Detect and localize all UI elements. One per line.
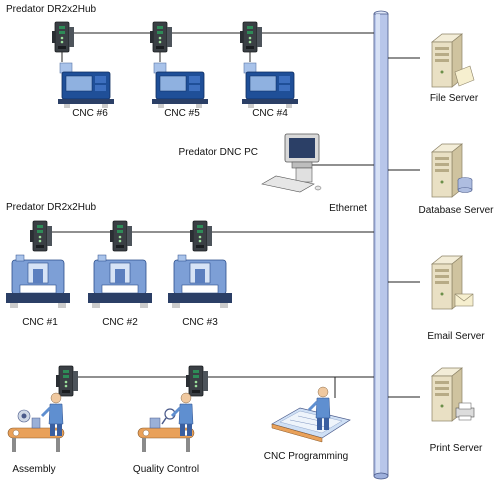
- hub-device-bottom-1: [55, 365, 79, 397]
- hub-group-middle-label: Predator DR2x2Hub: [6, 202, 97, 213]
- cnc-label-2: CNC #2: [102, 317, 138, 328]
- database-server-icon: [431, 143, 473, 198]
- cnc-label-6: CNC #6: [72, 108, 108, 119]
- print-server-icon: [431, 367, 475, 422]
- hub-device-middle-3: [189, 220, 213, 252]
- file-server-icon: [431, 33, 475, 88]
- cnc-label-3: CNC #3: [182, 317, 218, 328]
- cnc-machine-3: [167, 254, 233, 309]
- ethernet-label: Ethernet: [329, 203, 367, 214]
- file-server-label: File Server: [430, 93, 479, 104]
- cnc-machine-5: [151, 62, 209, 109]
- hub-group-top-label: Predator DR2x2Hub: [6, 4, 97, 15]
- quality-control-label: Quality Control: [133, 464, 199, 475]
- hub-device-middle-2: [109, 220, 133, 252]
- hub-device-top-2: [149, 21, 173, 53]
- cnc-label-5: CNC #5: [164, 108, 200, 119]
- cnc-programming-icon: [271, 385, 351, 443]
- hub-device-middle-1: [29, 220, 53, 252]
- database-server-label: Database Server: [418, 205, 494, 216]
- print-server-label: Print Server: [430, 443, 483, 454]
- cnc-label-4: CNC #4: [252, 108, 288, 119]
- cnc-programming-label: CNC Programming: [264, 451, 348, 462]
- assembly-station-icon: [7, 391, 65, 452]
- assembly-label: Assembly: [12, 464, 55, 475]
- quality-control-station-icon: [137, 391, 195, 452]
- hub-link-top: [61, 52, 251, 62]
- cnc-machine-1: [5, 254, 71, 309]
- cnc-machine-2: [87, 254, 153, 309]
- cnc-machine-4: [241, 62, 299, 109]
- dnc-pc-icon: [261, 133, 322, 193]
- ethernet-backbone: [373, 10, 389, 480]
- cnc-machine-6: [57, 62, 115, 109]
- email-server-label: Email Server: [427, 331, 485, 342]
- hub-device-top-1: [51, 21, 75, 53]
- dnc-pc-label: Predator DNC PC: [179, 147, 258, 158]
- email-server-icon: [431, 255, 474, 310]
- cnc-label-1: CNC #1: [22, 317, 58, 328]
- hub-device-top-3: [239, 21, 263, 53]
- hub-device-bottom-2: [185, 365, 209, 397]
